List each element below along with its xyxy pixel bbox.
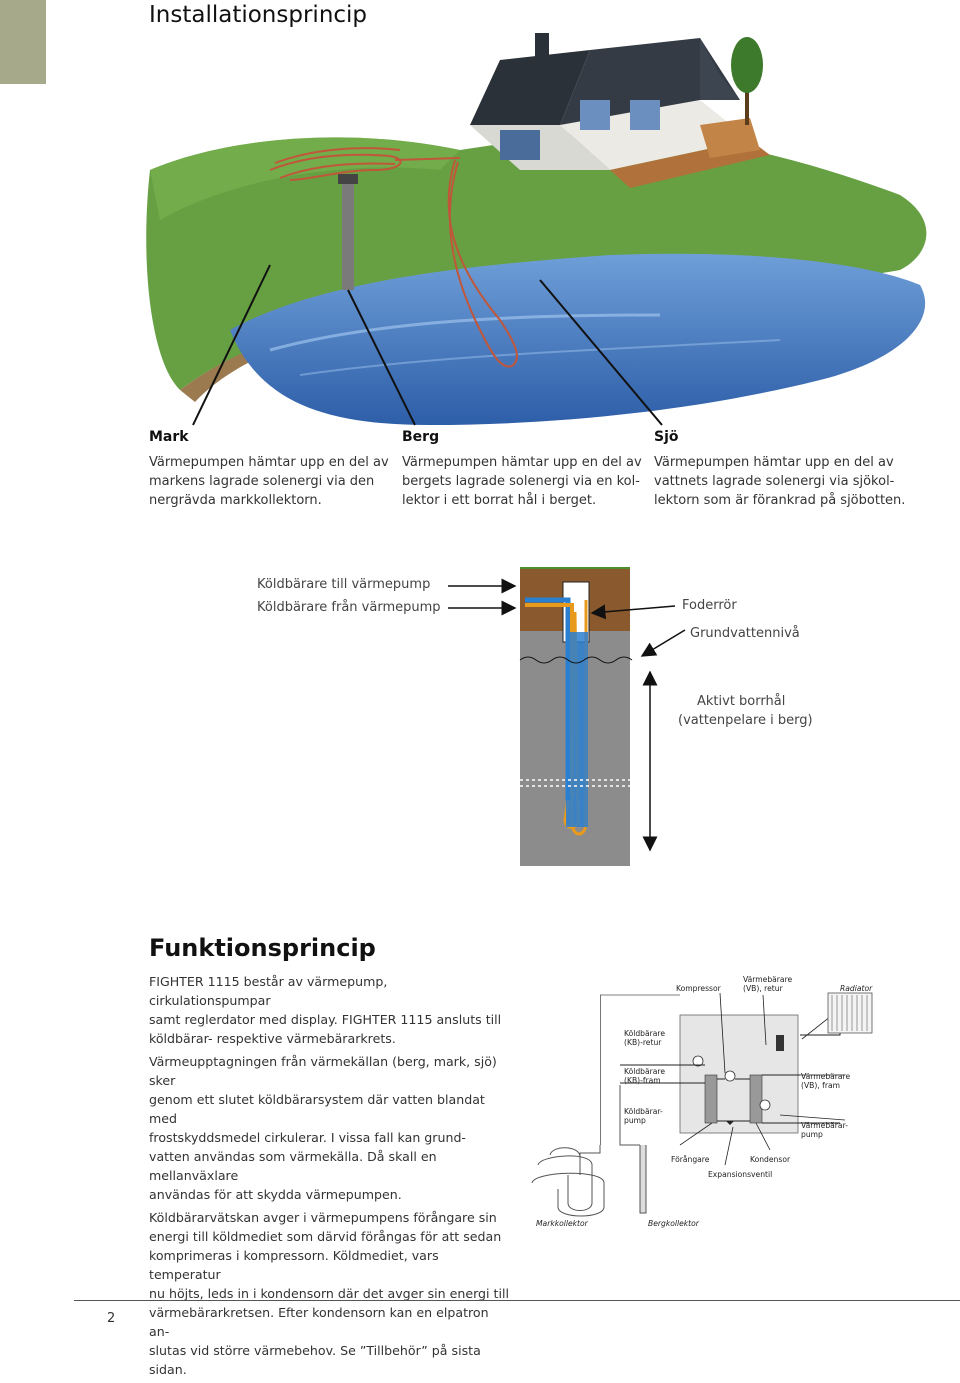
page-number: 2: [107, 1311, 116, 1326]
label-casing: Foderrör: [682, 598, 737, 613]
heat-pump-schematic: [531, 992, 873, 1217]
condenser: [749, 1074, 763, 1124]
label-kb-retur: Köldbärare(KB)-retur: [624, 1029, 666, 1047]
label-forangare: Förångare: [671, 1155, 710, 1164]
compressor-symbol: [724, 1070, 736, 1082]
label-expansionsventil: Expansionsventil: [708, 1170, 773, 1179]
label-bergkollektor: Bergkollektor: [648, 1219, 699, 1228]
label-vb-retur: Värmebärare(VB), retur: [743, 975, 793, 993]
label-kondensor: Kondensor: [750, 1155, 791, 1164]
footer-rule: [74, 1300, 960, 1301]
paragraph: Köldbärarvätskan avger i värmepumpens fö…: [149, 1210, 509, 1377]
label-vb-pump: Värmebärar-pump: [801, 1121, 848, 1139]
ground-collector: [531, 1145, 605, 1217]
paragraph: Värmeupptagningen från värmekällan (berg…: [149, 1054, 497, 1202]
installation-illustration: [146, 33, 927, 425]
page-title: Installationsprincip: [149, 2, 368, 28]
label-vb-fram: Värmebärare(VB), fram: [801, 1072, 851, 1090]
tree: [731, 37, 763, 125]
house: [470, 33, 770, 188]
label-radiator: Radiator: [840, 984, 873, 993]
borehole-diagram: [448, 567, 686, 866]
label-kompressor: Kompressor: [676, 984, 721, 993]
label-from-pump: Köldbärare från värmepump: [257, 600, 441, 615]
borehole-collector: [639, 1145, 647, 1214]
label-groundwater: Grundvattennivå: [690, 626, 800, 641]
label-to-pump: Köldbärare till värmepump: [257, 577, 431, 592]
label-kb-fram: Köldbärare(KB)-fram: [624, 1067, 666, 1085]
label-markkollektor: Markkollektor: [536, 1219, 588, 1228]
label-active-1: Aktivt borrhål: [697, 694, 786, 709]
radiator: [827, 992, 873, 1034]
heading-sjo: Sjö: [654, 429, 679, 445]
section-heading: Funktionsprincip: [149, 934, 376, 962]
heading-berg: Berg: [402, 429, 440, 445]
section-tab: [0, 0, 46, 84]
heading-mark: Mark: [149, 429, 189, 445]
heat-pump-box: [679, 1014, 799, 1134]
label-kb-pump: Köldbärar-pump: [624, 1107, 663, 1125]
borehole-casing: [342, 178, 354, 290]
body-text: FIGHTER 1115 består av värmepump, cirkul…: [149, 972, 509, 1383]
evaporator: [704, 1074, 718, 1124]
label-active-2: (vattenpelare i berg): [678, 713, 813, 728]
paragraph: FIGHTER 1115 består av värmepump, cirkul…: [149, 974, 502, 1046]
